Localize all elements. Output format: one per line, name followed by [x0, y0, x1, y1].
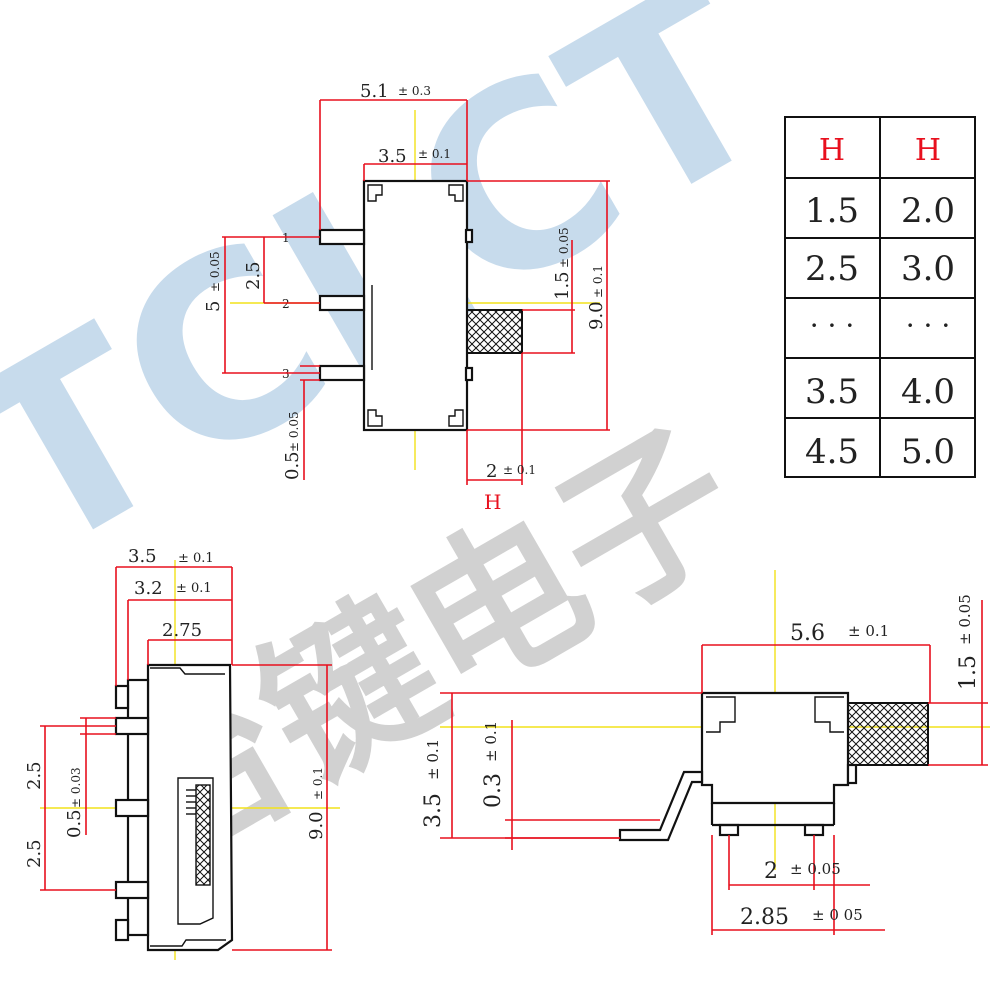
dim-knob-travel-tol: ± 0.1: [503, 463, 536, 477]
edge-tab: [114, 684, 130, 710]
pin-label-1: 1: [282, 231, 290, 245]
dim-len-tol: ± 0.1: [848, 622, 889, 640]
table-header: H: [915, 133, 941, 168]
dim-body-value: 3.5: [378, 146, 407, 167]
switch-body-front: [700, 691, 850, 805]
table-cell: 4.0: [901, 372, 955, 412]
side-tab: [464, 228, 474, 244]
corner-notch: [367, 184, 383, 202]
table-cell: 4.5: [805, 432, 859, 472]
dim-width-value: 5.1: [360, 81, 389, 102]
inner-outline: [177, 777, 214, 925]
dim-height-value: 9.0: [586, 301, 607, 330]
dim-knob-tol: ± 0.05: [557, 227, 571, 268]
side-tab: [464, 366, 474, 382]
dim-width-tol: ± 0.3: [398, 84, 431, 98]
dim-pin-w-value: 0.5: [282, 451, 303, 480]
dim-len-tol: ± 0.1: [311, 767, 325, 800]
dim-b-tol: ± 0.1: [176, 581, 212, 596]
watermark: TCLCT 台键电子: [0, 0, 814, 906]
top-notch: [814, 696, 844, 733]
dim-a-tol: ± 0.1: [178, 551, 214, 566]
table-cell: · · ·: [906, 309, 951, 342]
dim-b-value: 3.2: [134, 578, 163, 599]
dim-pin-value: 0.5: [64, 809, 85, 838]
pin-label-2: 2: [282, 297, 290, 311]
dim-pitch-value: 2: [764, 859, 778, 884]
top-view: 1 2 3 5.1 ± 0.3 3.5 ± 0.1 5 ± 0.05 2.5: [203, 81, 610, 514]
dim-pin-span-value: 5: [203, 301, 224, 312]
front-view: 5.6 ± 0.1 1.5 ± 0.05 3.5 ± 0.1 0.3 ± 0.1…: [421, 570, 990, 935]
table-cell: · · ·: [810, 309, 855, 342]
table-cell: 2.5: [805, 249, 859, 289]
corner-notch: [448, 184, 464, 202]
dim-lead-value: 0.3: [481, 773, 506, 808]
dim-pitch-tol: ± 0.05: [790, 860, 841, 878]
dim-pin-tol: ± 0.03: [69, 767, 83, 808]
top-notch: [706, 696, 736, 733]
table-cell: 3.5: [805, 372, 859, 412]
dim-len-value: 5.6: [790, 621, 825, 646]
foot: [803, 823, 825, 837]
front-tab: [846, 763, 858, 785]
dim-span-value: 2.85: [740, 905, 789, 930]
dim-pitch-bottom-value: 2.5: [24, 839, 45, 868]
pin-label-3: 3: [282, 367, 290, 381]
corner-notch: [367, 409, 383, 427]
dim-pin-w-tol: ± 0.05: [287, 411, 301, 452]
inner-outline: [150, 667, 225, 675]
dim-pin-pitch-value: 2.5: [243, 261, 264, 290]
dim-a-value: 3.5: [128, 546, 157, 567]
pin-1: [318, 228, 366, 246]
dim-body-tol: ± 0.1: [418, 147, 451, 161]
corner-notch: [448, 409, 464, 427]
inner-outline: [150, 939, 226, 947]
dim-c-value: 2.75: [162, 620, 202, 641]
h-table: H H 1.5 2.0 2.5 3.0 · · · · · · 3.5 4.0 …: [784, 116, 976, 478]
dim-height-tol: ± 0.1: [424, 739, 442, 780]
edge-tab: [114, 918, 130, 942]
slide-knob: [466, 309, 523, 354]
table-cell: 3.0: [901, 249, 955, 289]
dim-knob-value: 1.5: [552, 271, 573, 300]
side-view: 3.5 ± 0.1 3.2 ± 0.1 2.75 2.5 0.5 ± 0.03 …: [24, 546, 340, 960]
knob-front: [847, 702, 929, 766]
dim-lead-tol: ± 0.1: [482, 721, 500, 762]
pin-side: [114, 880, 150, 900]
dim-height-value: 3.5: [421, 793, 446, 828]
dim-pin-span-tol: ± 0.05: [208, 251, 222, 292]
dim-len-value: 9.0: [306, 811, 327, 840]
dim-knob-tol: ± 0.05: [956, 594, 974, 645]
pin-3: [318, 364, 366, 382]
knob-side: [195, 784, 211, 886]
dim-pitch-top-value: 2.5: [24, 761, 45, 790]
dim-knob-travel-value: 2: [486, 461, 497, 482]
dim-height-tol: ± 0.1: [591, 265, 605, 298]
pin-side: [114, 798, 150, 818]
table-cell: 1.5: [805, 191, 859, 231]
pin-side: [114, 716, 150, 736]
h-label: H: [484, 490, 501, 514]
table-cell: 2.0: [901, 191, 955, 231]
foot: [718, 823, 740, 837]
gull-wing-lead: [618, 770, 704, 842]
dim-span-tol: ± 0 05: [812, 906, 863, 924]
pin-2: [318, 294, 366, 312]
switch-body: [362, 179, 469, 432]
dim-knob-value: 1.5: [956, 655, 981, 690]
table-cell: 5.0: [901, 432, 955, 472]
table-header: H: [819, 133, 845, 168]
